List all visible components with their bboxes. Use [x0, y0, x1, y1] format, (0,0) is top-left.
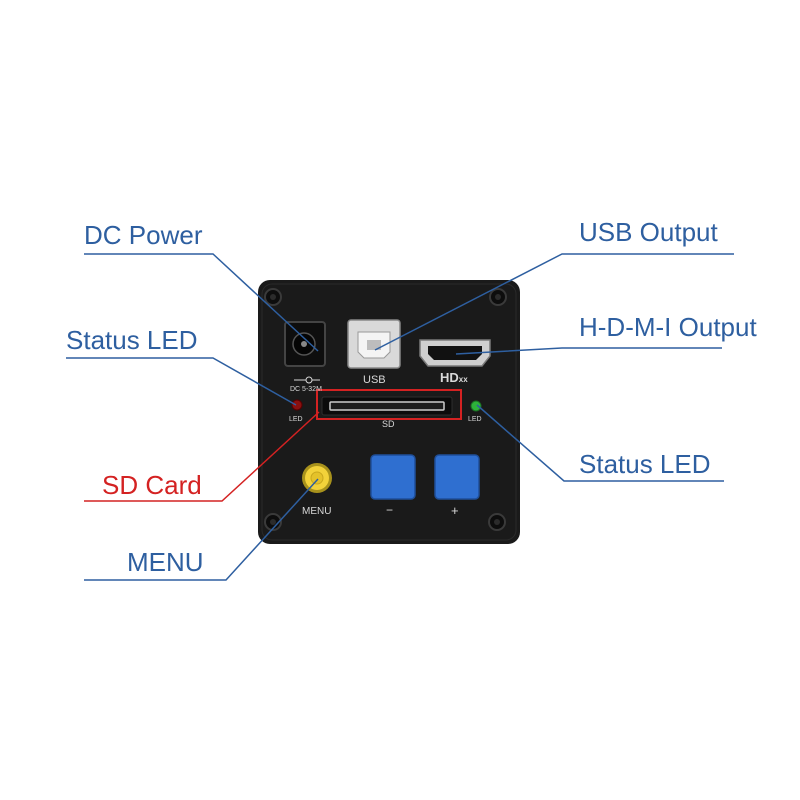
- leader-hdmi-output: [455, 347, 722, 355]
- led-green: [470, 400, 482, 412]
- leader-menu: [84, 478, 319, 581]
- menu-knob: [302, 463, 332, 493]
- callout-status-led-left: Status LED: [66, 325, 198, 355]
- leader-status-led-right: [476, 404, 724, 482]
- leader-dc-power: [84, 253, 319, 352]
- sd-slot: [321, 396, 453, 416]
- callout-hdmi-output: H-D-M-I Output: [579, 312, 757, 342]
- dc-polarity-icon: [294, 376, 320, 384]
- sd-label: SD: [382, 419, 395, 429]
- leader-usb-output: [374, 253, 734, 351]
- usb-port: [347, 319, 401, 369]
- led-label-right: LED: [468, 416, 482, 423]
- leader-status-led-left: [66, 357, 297, 406]
- plus-button: [434, 454, 480, 500]
- plus-label: +: [451, 503, 459, 518]
- hdmi-port: [419, 339, 491, 367]
- led-label-left: LED: [289, 416, 303, 423]
- callout-sd-card: SD Card: [102, 470, 202, 500]
- corner-screws: [264, 288, 507, 531]
- menu-panel-label: MENU: [302, 506, 332, 517]
- hd-label: HDxx: [440, 371, 468, 384]
- sd-highlight-box: [316, 389, 462, 420]
- callout-menu: MENU: [127, 547, 204, 577]
- callout-usb-output: USB Output: [579, 217, 718, 247]
- hd-label-sub: xx: [458, 375, 468, 384]
- callout-status-led-right: Status LED: [579, 449, 711, 479]
- device-panel-inner: [261, 283, 517, 541]
- minus-label: −: [386, 503, 394, 517]
- usb-label: USB: [363, 374, 386, 386]
- hd-label-main: HD: [440, 370, 459, 385]
- callout-dc-power: DC Power: [84, 220, 203, 250]
- led-red: [291, 399, 303, 411]
- dc-power-jack: [284, 321, 326, 367]
- dc-rating-label: DC 5-32M: [290, 386, 322, 393]
- minus-button: [370, 454, 416, 500]
- leader-sd-card: [84, 411, 320, 502]
- leader-lines: [66, 253, 734, 581]
